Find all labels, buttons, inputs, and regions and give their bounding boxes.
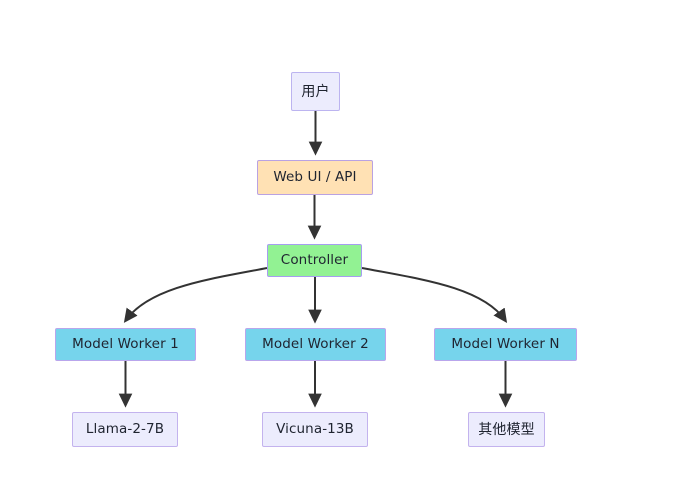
node-label-worker1: Model Worker 1: [72, 335, 179, 352]
node-label-other: 其他模型: [478, 421, 535, 438]
node-label-worker2: Model Worker 2: [262, 335, 369, 352]
node-controller[interactable]: Controller: [267, 244, 362, 277]
node-label-controller: Controller: [280, 251, 349, 268]
node-worker1[interactable]: Model Worker 1: [55, 328, 196, 361]
node-label-api: Web UI / API: [273, 168, 357, 185]
node-label-vicuna: Vicuna-13B: [276, 420, 354, 437]
node-vicuna[interactable]: Vicuna-13B: [262, 412, 368, 447]
node-label-workerN: Model Worker N: [451, 335, 560, 352]
node-label-llama: Llama-2-7B: [85, 420, 165, 437]
node-api[interactable]: Web UI / API: [257, 160, 373, 195]
node-user[interactable]: 用户: [291, 72, 340, 111]
edge-controller-to-worker1: [123, 267, 268, 323]
node-worker2[interactable]: Model Worker 2: [245, 328, 386, 361]
node-llama[interactable]: Llama-2-7B: [72, 412, 178, 447]
edge-controller-to-workerN: [361, 267, 508, 323]
node-workerN[interactable]: Model Worker N: [434, 328, 577, 361]
node-label-user: 用户: [301, 83, 330, 100]
node-other[interactable]: 其他模型: [468, 412, 545, 447]
